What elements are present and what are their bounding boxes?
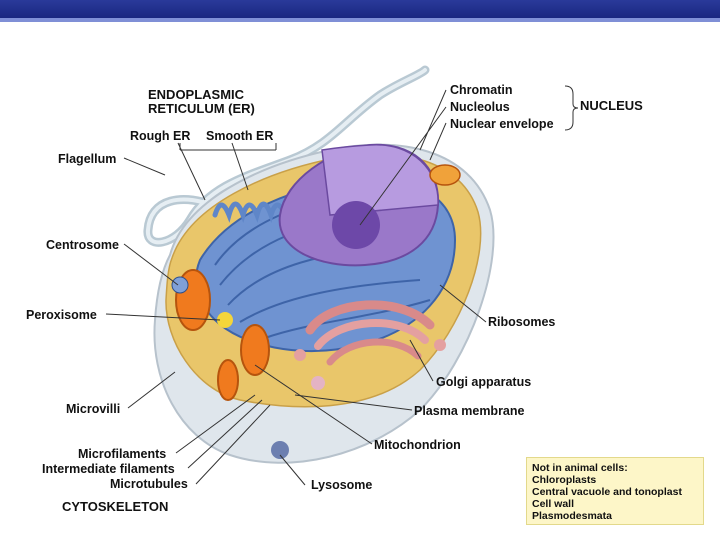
microtubules-label: Microtubules [110,477,188,491]
nuclear-envelope-label: Nuclear envelope [450,117,554,131]
lysosome-shape [271,441,289,459]
leader-lines [105,85,579,486]
nucleolus-shape [332,201,380,249]
rough-er-label: Rough ER [130,129,191,143]
plasma-membrane-label: Plasma membrane [414,404,525,418]
er-heading-line1: ENDOPLASMIC [148,87,245,102]
microfilaments-label: Microfilaments [78,447,167,461]
mitochondrion-label: Mitochondrion [374,438,461,452]
slide-header-bar [0,0,720,22]
peroxisome-shape [217,312,233,328]
header-stripe [0,18,720,22]
golgi-label: Golgi apparatus [436,375,532,389]
peroxisome-label: Peroxisome [26,308,97,322]
centrosome-shape [171,276,189,294]
flagellum-label: Flagellum [58,152,117,166]
note-line: Central vacuole and tonoplast [532,486,682,498]
intermediate-filaments-label: Intermediate filaments [42,462,175,476]
ribosomes-label: Ribosomes [488,315,556,329]
nucleolus-label: Nucleolus [450,100,510,114]
note-line: Plasmodesmata [532,510,612,522]
centrosome-label: Centrosome [46,238,119,252]
chromatin-label: Chromatin [450,83,513,97]
note-line: Cell wall [532,498,575,510]
nucleus-group-label: NUCLEUS [580,98,643,113]
lysosome-label: Lysosome [311,478,373,492]
smooth-er [212,201,288,223]
note-line: Not in animal cells: [532,462,628,474]
smooth-er-label: Smooth ER [206,129,274,143]
not-in-animal-cells-note: Not in animal cells: Chloroplasts Centra… [526,457,704,525]
microvilli-label: Microvilli [66,402,121,416]
cytoskeleton-group-label: CYTOSKELETON [62,499,169,514]
er-heading-line2: RETICULUM (ER) [148,101,255,116]
golgi-shape [294,300,446,366]
note-line: Chloroplasts [532,474,597,486]
